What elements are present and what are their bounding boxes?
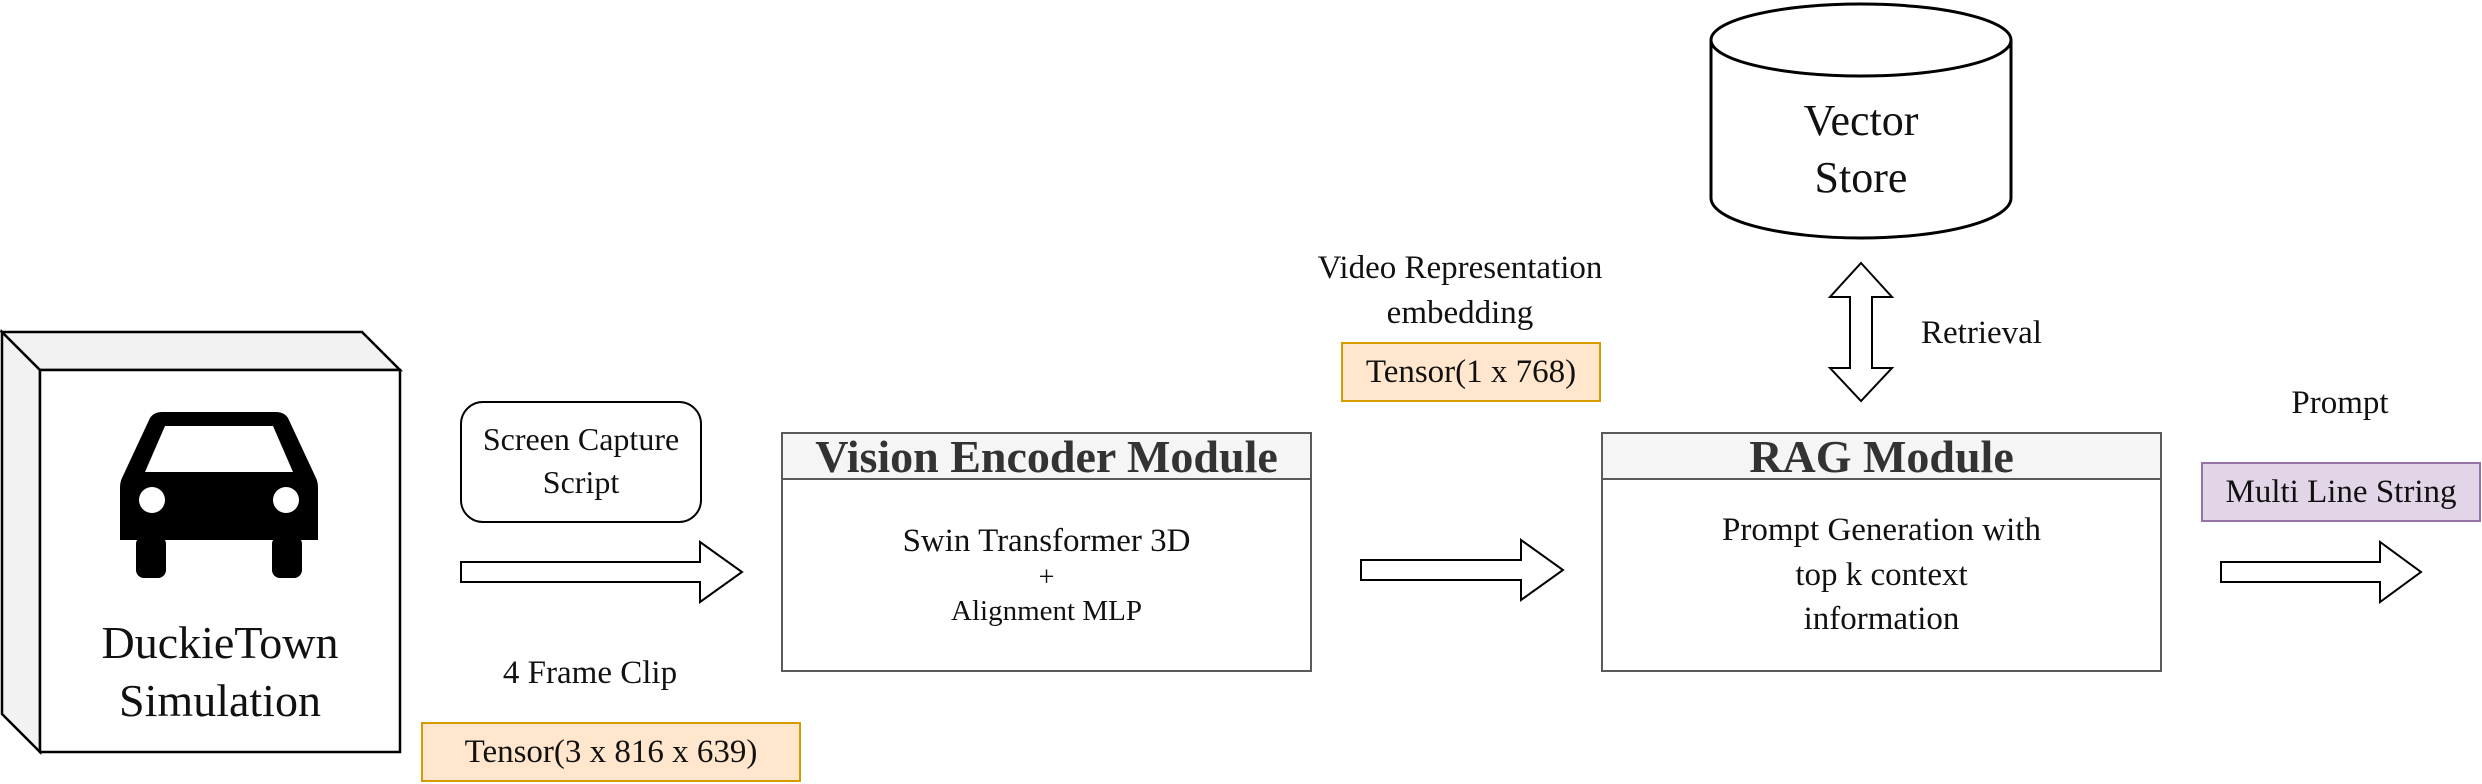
rag-module-title: RAG Module <box>1603 431 2160 482</box>
vector-store-cylinder <box>1709 2 2013 240</box>
vision-encoder-body: Swin Transformer 3D + Alignment MLP <box>783 480 1310 670</box>
rag-module-body: Prompt Generation with top k context inf… <box>1603 480 2160 670</box>
embedding-label-line2: embedding <box>1386 294 1534 331</box>
prompt-label: Prompt <box>2291 385 2389 421</box>
screen-capture-line1: Screen Capture <box>482 421 680 457</box>
vector-store-label: Vector Store <box>1711 92 2011 206</box>
vision-encoder-line2: Alignment MLP <box>951 594 1142 627</box>
rag-module: RAG Module Prompt Generation with top k … <box>1601 431 2162 672</box>
screen-capture-box <box>460 401 702 523</box>
embedding-tensor-badge: Tensor(1 x 768) <box>1341 342 1601 402</box>
embedding-label: Video Representation embedding <box>1260 246 1660 335</box>
arrow-rag-to-prompt <box>2220 540 2423 604</box>
vision-encoder-module: Vision Encoder Module Swin Transformer 3… <box>781 431 1312 672</box>
clip-label: 4 Frame Clip <box>502 655 678 691</box>
simulation-label-line2: Simulation <box>119 674 321 726</box>
retrieval-double-arrow <box>1827 261 1895 403</box>
embedding-label-line1: Video Representation <box>1317 250 1603 286</box>
simulation-label: DuckieTown Simulation <box>40 614 400 729</box>
prompt-type-badge: Multi Line String <box>2201 462 2481 522</box>
vector-store-line1: Vector <box>1803 96 1919 145</box>
car-icon <box>120 412 318 578</box>
simulation-label-line1: DuckieTown <box>101 617 339 668</box>
rag-module-line3: information <box>1803 601 1960 638</box>
arrow-encoder-to-rag <box>1360 538 1565 602</box>
rag-module-line1: Prompt Generation with <box>1722 512 2041 548</box>
screen-capture-line2: Script <box>542 464 620 501</box>
vision-encoder-plus: + <box>1038 561 1055 593</box>
input-tensor-badge: Tensor(3 x 816 x 639) <box>421 722 801 782</box>
rag-module-line2: top k context <box>1795 556 1968 593</box>
vision-encoder-title: Vision Encoder Module <box>783 431 1310 482</box>
arrow-capture-to-encoder <box>460 540 744 604</box>
vision-encoder-line1: Swin Transformer 3D <box>902 523 1191 560</box>
screen-capture-label: Screen Capture Script <box>461 418 701 504</box>
retrieval-label: Retrieval <box>1921 315 2042 351</box>
vector-store-line2: Store <box>1814 153 1908 203</box>
